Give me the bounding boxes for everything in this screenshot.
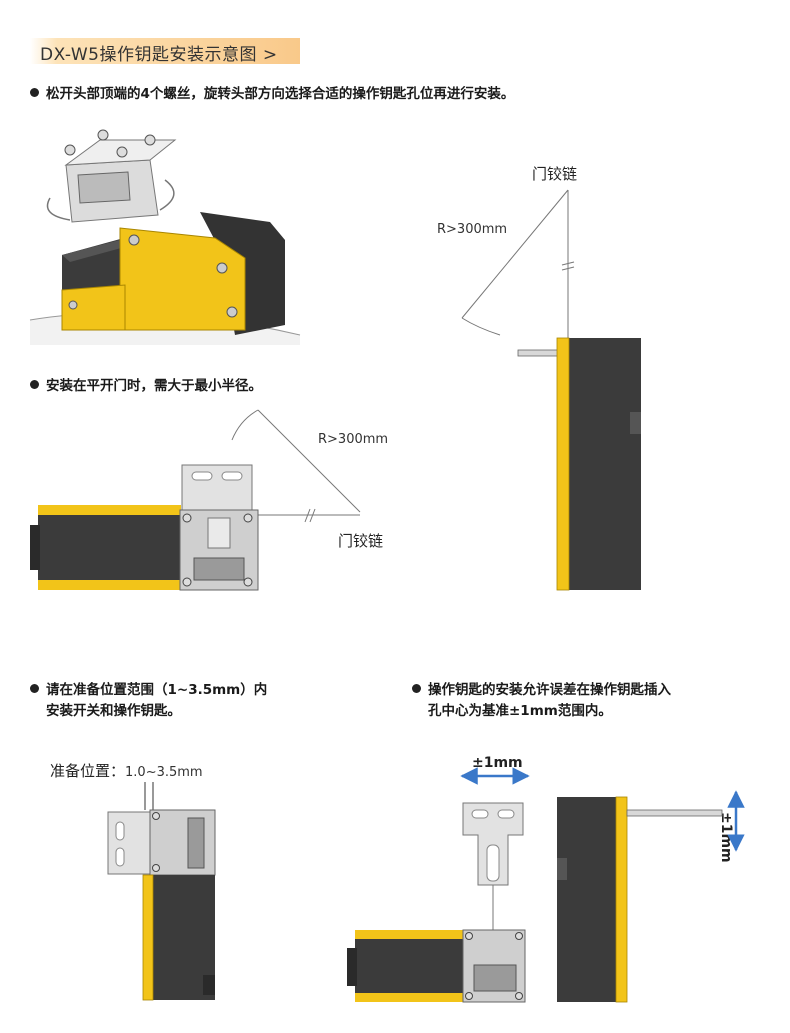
break-mark <box>561 266 575 271</box>
bullet-dot <box>30 380 39 389</box>
hinge-label-mid: 门铰链 <box>338 532 384 550</box>
screw-icon <box>243 513 253 523</box>
switch-body-yellow-top <box>355 930 465 939</box>
screw-icon <box>68 300 78 310</box>
switch-body-yellow <box>615 796 628 1003</box>
side-notch <box>630 412 641 434</box>
ready-prefix: 准备位置： <box>50 762 126 780</box>
screw-icon <box>243 577 253 587</box>
radius-line <box>257 409 361 513</box>
screw-icon <box>128 234 140 246</box>
break-mark <box>561 261 575 266</box>
bullet-rotate-head: 松开头部顶端的4个螺丝，旋转头部方向选择合适的操作钥匙孔位再进行安装。 <box>30 84 514 105</box>
bullet-text: 安装在平开门时，需大于最小半径。 <box>46 378 262 394</box>
bullet-text: 请在准备位置范围（1~3.5mm）内 <box>46 682 268 698</box>
cable-gland <box>30 525 40 570</box>
side-notch <box>557 858 567 880</box>
switch-body-dark <box>355 930 465 1002</box>
switch-body-dark <box>38 505 181 590</box>
screw-icon <box>152 812 160 820</box>
bullet-min-radius: 安装在平开门时，需大于最小半径。 <box>30 376 262 397</box>
ready-position-label: 准备位置：1.0~3.5mm <box>50 760 203 781</box>
rotate-arrow-icon <box>46 197 71 221</box>
bullet-tolerance: 操作钥匙的安装允许误差在操作钥匙插入 孔中心为基准±1mm范围内。 <box>412 680 671 722</box>
key-plate <box>181 464 253 516</box>
key-mechanism <box>187 817 205 869</box>
back-block-top <box>62 240 132 262</box>
screw-icon <box>465 932 473 940</box>
screw-icon <box>152 864 160 872</box>
switch-body-dark <box>557 338 641 590</box>
ready-range: 1.0~3.5mm <box>125 765 203 780</box>
key-slot-hole <box>497 809 515 819</box>
switch-body-yellow <box>556 337 570 591</box>
break-mark <box>309 508 316 523</box>
key-bracket <box>107 811 151 875</box>
title-bar <box>30 38 300 64</box>
key-slot-hole <box>221 471 243 481</box>
key-slot-hole <box>115 821 125 841</box>
bullet-text: 操作钥匙的安装允许误差在操作钥匙插入 <box>428 682 671 698</box>
bullet-text: 安装开关和操作钥匙。 <box>46 703 181 719</box>
radius-label-top: R>300mm <box>437 222 508 237</box>
bullet-dot <box>30 684 39 693</box>
bullet-text: 松开头部顶端的4个螺丝，旋转头部方向选择合适的操作钥匙孔位再进行安装。 <box>46 86 515 102</box>
operation-key <box>626 809 723 817</box>
screw-icon <box>144 134 156 146</box>
operation-key <box>462 802 524 886</box>
screw-icon <box>64 144 76 156</box>
radius-label-mid: R>300mm <box>318 432 389 447</box>
screw-icon <box>465 992 473 1000</box>
bullet-text: 孔中心为基准±1mm范围内。 <box>428 703 612 719</box>
diagram-ready-position <box>107 782 216 1001</box>
key-slot-hole <box>191 471 213 481</box>
tol-label-horizontal: ±1mm <box>472 755 523 771</box>
screw-icon <box>182 513 192 523</box>
screw-icon <box>97 129 109 141</box>
hinge-label-top: 门铰链 <box>532 165 578 183</box>
break-mark <box>304 508 311 523</box>
diagram-tolerance-vertical <box>557 790 745 1003</box>
key-slot <box>77 171 131 204</box>
radius-line <box>461 189 569 319</box>
screw-icon <box>216 262 228 274</box>
screw-icon <box>116 146 128 158</box>
switch-body-yellow-top <box>38 505 181 515</box>
bullet-ready-position: 请在准备位置范围（1~3.5mm）内 安装开关和操作钥匙。 <box>30 680 267 722</box>
key-mechanism <box>473 964 517 992</box>
key-slot-hole <box>115 847 125 867</box>
screw-icon <box>226 306 238 318</box>
diagram-rotate-head <box>29 129 301 345</box>
screw-icon <box>515 992 523 1000</box>
cable-gland <box>203 975 215 995</box>
switch-body-dark <box>557 797 627 1002</box>
diagram-tolerance-horizontal <box>347 767 530 1003</box>
screw-icon <box>515 932 523 940</box>
key-tongue-slot <box>486 844 500 882</box>
switch-body-yellow-bottom <box>355 993 465 1002</box>
key-slot-hole <box>471 809 489 819</box>
switch-body-yellow-bottom <box>38 580 181 590</box>
key-insert-slot <box>207 517 231 549</box>
key-mechanism <box>193 557 245 581</box>
diagram-hinge-top <box>461 189 641 591</box>
cable-gland <box>347 948 357 986</box>
switch-body-yellow <box>142 874 154 1001</box>
page-title: DX-W5操作钥匙安装示意图 > <box>40 45 278 65</box>
bullet-dot <box>412 684 421 693</box>
door-arc <box>461 317 501 336</box>
bullet-dot <box>30 88 39 97</box>
door-arc <box>231 409 259 441</box>
switch-head <box>149 809 216 876</box>
rotate-arrow-icon <box>159 179 175 211</box>
screw-icon <box>182 577 192 587</box>
diagram-hinge-mid <box>30 409 361 591</box>
switch-yellow-left <box>61 284 126 331</box>
